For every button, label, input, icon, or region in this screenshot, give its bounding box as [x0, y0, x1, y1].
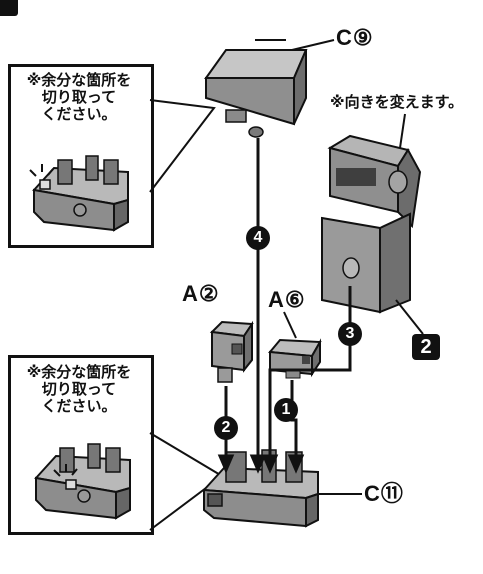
step-badge-2: 2 [214, 416, 238, 440]
step-badge-1: 1 [274, 398, 298, 422]
label-a2: A② [182, 281, 220, 306]
part-a2 [209, 320, 254, 383]
step-badge-3: 3 [338, 322, 362, 346]
trim-note-bottom-line-3: ください。 [41, 396, 117, 415]
step-badge-4: 4 [246, 226, 270, 250]
guide-line-4 [249, 138, 267, 474]
top-corner-tab [0, 0, 18, 16]
guide-line-1 [287, 380, 305, 474]
part-a6 [268, 338, 322, 379]
trim-note-top-line-2: 切り取って [41, 87, 117, 106]
callout-box-bottom [8, 355, 154, 535]
trim-part-bottom [34, 443, 131, 520]
part-c9 [204, 39, 308, 138]
part-rotated-assembly [321, 134, 422, 314]
trim-note-bottom-line-2: 切り取って [41, 379, 117, 398]
label-c9: C⑨ [336, 25, 374, 50]
trim-note-top-line-3: ください。 [41, 104, 117, 123]
leader-a6 [283, 311, 297, 339]
label-c11: C⑪ [364, 481, 404, 506]
guide-line-3 [261, 286, 352, 474]
trim-note-bottom-line-1: ※余分な箇所を [26, 363, 132, 381]
trim-note-top-line-1: ※余分な箇所を [26, 71, 132, 89]
leader-c9 [291, 39, 335, 51]
callout-pointer-top [149, 99, 216, 193]
leader-rotate [399, 113, 406, 149]
trim-note-top: ※余分な箇所を 切り取って ください。 [14, 72, 144, 122]
label-a6: A⑥ [268, 287, 306, 312]
trim-note-bottom: ※余分な箇所を 切り取って ください。 [14, 364, 144, 414]
rotate-note: ※向きを変えます。 [330, 93, 464, 111]
trim-part-top [29, 155, 129, 232]
callout-box-top [8, 64, 154, 248]
leader-subassembly-2 [395, 299, 424, 335]
subassembly-number-badge: 2 [412, 334, 440, 360]
